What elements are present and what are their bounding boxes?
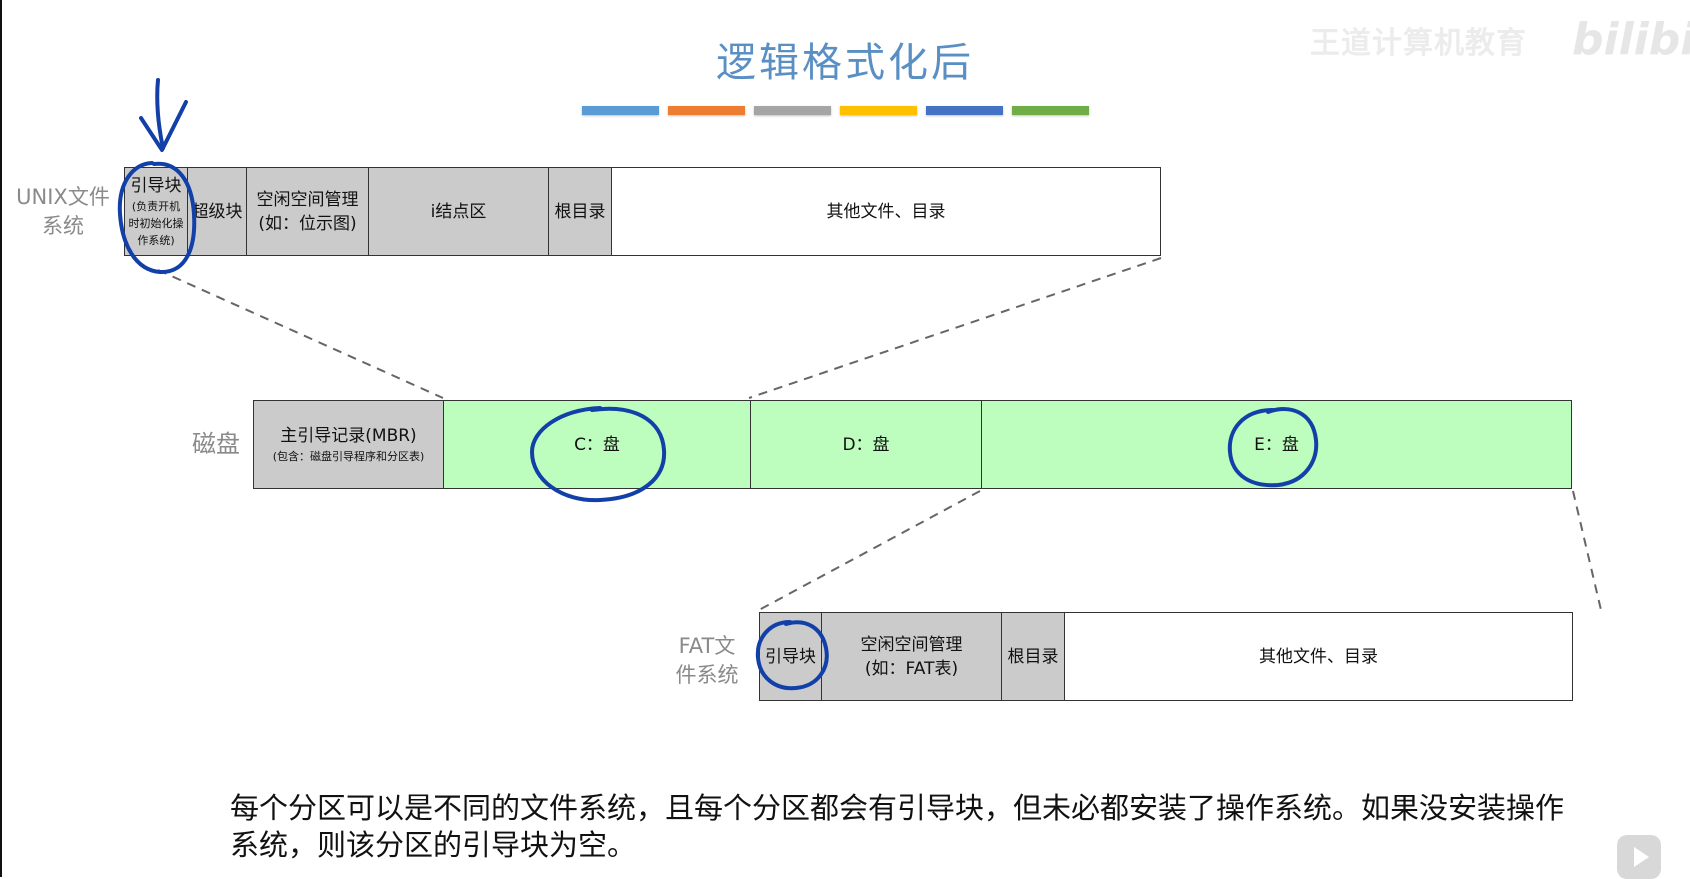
unix-cell-root-dir: 根目录: [549, 168, 612, 255]
zoom-line-unix-right: [748, 257, 1162, 399]
mbr-note: (包含：磁盘引导程序和分区表): [272, 450, 425, 463]
arrow-head: [139, 100, 188, 152]
unix-fs-layout: 引导块 (负责开机 时初始化操 作系统) 超级块 空闲空间管理 (如：位示图) …: [124, 167, 1161, 256]
color-bar-4: [840, 106, 917, 115]
fat-row-label: FAT文 件系统: [675, 634, 739, 687]
color-bar-6: [1012, 106, 1089, 115]
mbr-label: 主引导记录(MBR): [280, 426, 417, 446]
color-bar-1: [582, 106, 659, 115]
play-button[interactable]: [1617, 835, 1661, 879]
fat-cell-free-space: 空闲空间管理 (如：FAT表): [822, 613, 1002, 700]
caption-text: 每个分区可以是不同的文件系统，且每个分区都会有引导块，但未必都安装了操作系统。如…: [230, 791, 1565, 862]
zoom-line-fat-right: [1572, 490, 1602, 611]
unix-row-label: UNIX文件 系统: [16, 185, 110, 238]
fat-fs-layout: 引导块 空闲空间管理 (如：FAT表) 根目录 其他文件、目录: [759, 612, 1573, 701]
title-color-bars: [582, 106, 1089, 115]
play-icon: [1633, 847, 1649, 867]
disk-partition-c: C：盘: [444, 401, 751, 488]
disk-cell-mbr: 主引导记录(MBR) (包含：磁盘引导程序和分区表): [254, 401, 444, 488]
disk-partition-e: E：盘: [982, 401, 1571, 488]
unix-boot-block-note: (负责开机 时初始化操 作系统): [128, 200, 184, 247]
bilibili-logo: bilibili: [1572, 14, 1690, 65]
left-border: [0, 0, 2, 877]
disk-row-label: 磁盘: [192, 430, 240, 458]
unix-cell-other-files: 其他文件、目录: [612, 168, 1160, 255]
watermark-text: 王道计算机教育: [1310, 26, 1527, 61]
color-bar-5: [926, 106, 1003, 115]
disk-partition-d: D：盘: [751, 401, 982, 488]
color-bar-2: [668, 106, 745, 115]
unix-cell-super-block: 超级块: [188, 168, 247, 255]
fat-cell-other-files: 其他文件、目录: [1065, 613, 1572, 700]
zoom-line-fat-left: [758, 490, 981, 611]
fat-cell-boot-block: 引导块: [760, 613, 822, 700]
disk-layout: 主引导记录(MBR) (包含：磁盘引导程序和分区表) C：盘 D：盘 E：盘: [253, 400, 1572, 489]
arrow-shaft: [155, 78, 165, 150]
unix-cell-free-space: 空闲空间管理 (如：位示图): [247, 168, 369, 255]
zoom-line-unix-left: [157, 269, 444, 399]
unix-cell-boot-block: 引导块 (负责开机 时初始化操 作系统): [125, 168, 188, 255]
unix-cell-inode-area: i结点区: [369, 168, 549, 255]
fat-cell-root-dir: 根目录: [1002, 613, 1065, 700]
unix-boot-block-label: 引导块: [130, 176, 182, 196]
color-bar-3: [754, 106, 831, 115]
slide-title: 逻辑格式化后: [716, 40, 974, 86]
